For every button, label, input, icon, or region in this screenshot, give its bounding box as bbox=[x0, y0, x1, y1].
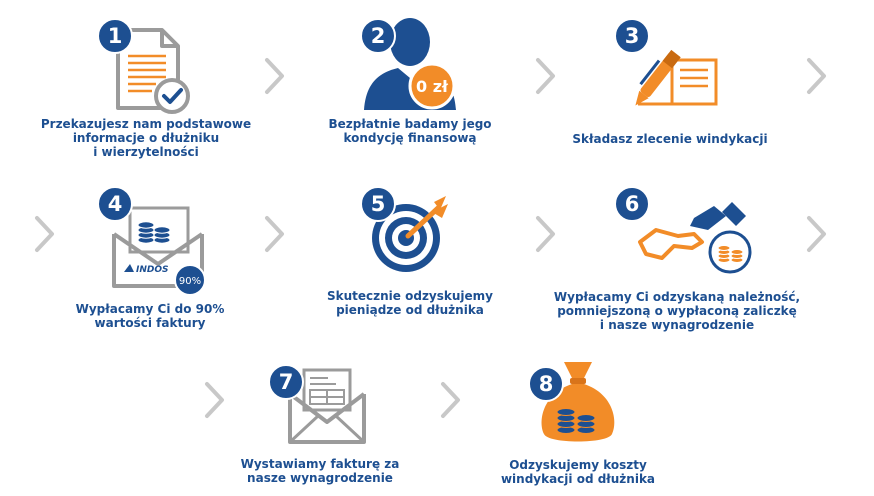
caption-line: Skutecznie odzyskujemy bbox=[327, 289, 493, 303]
person-coin-icon: 0 zł bbox=[364, 18, 456, 110]
envelope-coins-icon: INDOS 90% bbox=[112, 206, 206, 296]
chevron-right-icon bbox=[265, 216, 284, 252]
caption-line: Wypłacamy Ci odzyskaną należność, bbox=[553, 290, 801, 304]
caption-line: wartości faktury bbox=[94, 316, 206, 330]
step-caption: Przekazujesz nam podstawowe informacje o… bbox=[30, 117, 262, 159]
step-caption: Bezpłatnie badamy jego kondycję finansow… bbox=[300, 117, 520, 145]
handshake-coins-icon bbox=[638, 202, 752, 274]
caption-line: pomniejszoną o wypłaconą zaliczkę bbox=[557, 304, 797, 318]
step-number-badge: 7 bbox=[268, 364, 304, 400]
chevron-right-icon bbox=[807, 58, 826, 94]
money-bag-icon bbox=[541, 362, 615, 442]
caption-line: Wypłacamy Ci do 90% bbox=[75, 302, 225, 316]
step-number-badge: 3 bbox=[614, 18, 650, 54]
pen-form-icon bbox=[635, 49, 718, 106]
caption-line: windykacji od dłużnika bbox=[500, 472, 656, 486]
caption-line: pieniądze od dłużnika bbox=[336, 303, 484, 317]
chevron-right-icon bbox=[265, 58, 284, 94]
caption-line: Odzyskujemy koszty bbox=[509, 458, 647, 472]
chevron-right-icon bbox=[536, 216, 555, 252]
envelope-invoice-icon bbox=[288, 368, 366, 444]
chevron-right-icon bbox=[807, 216, 826, 252]
step-caption: Skutecznie odzyskujemy pieniądze od dłuż… bbox=[300, 289, 520, 317]
caption-line: kondycję finansową bbox=[343, 131, 477, 145]
step-caption: Wypłacamy Ci odzyskaną należność, pomnie… bbox=[548, 290, 806, 332]
caption-line: Przekazujesz nam podstawowe bbox=[40, 117, 252, 131]
step-number-badge: 6 bbox=[614, 186, 650, 222]
caption-line: Bezpłatnie badamy jego bbox=[328, 117, 492, 131]
step-caption: Składasz zlecenie windykacji bbox=[560, 132, 780, 146]
caption-line: informacje o dłużniku bbox=[72, 131, 220, 145]
step-caption: Wypłacamy Ci do 90% wartości faktury bbox=[50, 302, 250, 330]
chevron-right-icon bbox=[441, 382, 460, 418]
percent-badge: 90% bbox=[179, 276, 201, 287]
step-caption: Odzyskujemy koszty windykacji od dłużnik… bbox=[478, 458, 678, 486]
step-number-badge: 2 bbox=[360, 18, 396, 54]
coin-label: 0 zł bbox=[416, 77, 449, 96]
chevron-right-icon bbox=[536, 58, 555, 94]
indos-logo: INDOS bbox=[136, 265, 168, 275]
step-caption: Wystawiamy fakturę za nasze wynagrodzeni… bbox=[220, 457, 420, 485]
document-check-icon bbox=[116, 28, 190, 114]
step-number-badge: 4 bbox=[97, 186, 133, 222]
step-number-badge: 5 bbox=[360, 186, 396, 222]
caption-line: Wystawiamy fakturę za bbox=[240, 457, 400, 471]
caption-line: nasze wynagrodzenie bbox=[247, 471, 393, 485]
caption-line: Składasz zlecenie windykacji bbox=[572, 132, 768, 146]
chevron-right-icon bbox=[205, 382, 224, 418]
step-number-badge: 8 bbox=[528, 366, 564, 402]
target-arrow-icon bbox=[372, 196, 448, 272]
caption-line: i nasze wynagrodzenie bbox=[599, 318, 755, 332]
caption-line: i wierzytelności bbox=[93, 145, 199, 159]
chevron-right-icon bbox=[35, 216, 54, 252]
step-number-badge: 1 bbox=[97, 18, 133, 54]
